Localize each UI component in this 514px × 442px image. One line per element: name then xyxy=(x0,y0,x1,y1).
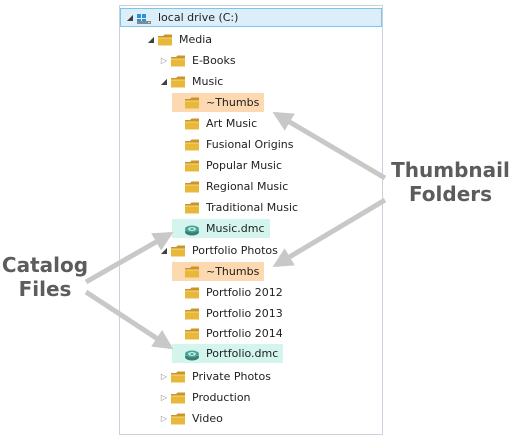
arrow-to-music-catalog xyxy=(84,231,174,285)
folder-icon xyxy=(170,54,186,68)
tree-item-portfolio-2014[interactable]: Portfolio 2014 xyxy=(172,324,286,343)
thumbnail-folders-callout: Thumbnail Folders xyxy=(387,158,514,206)
collapsed-arrow-icon[interactable]: ▷ xyxy=(160,372,168,381)
folder-icon xyxy=(184,201,200,215)
tree-item-portfolio-dmc[interactable]: Portfolio.dmc xyxy=(172,344,284,363)
folder-icon xyxy=(184,265,200,279)
drive-icon xyxy=(136,11,152,25)
folder-tree-panel: ◢ local drive (C:) ◢ Media ▷ E-Books ◢ Music ~Th… xyxy=(119,5,383,435)
folder-icon xyxy=(170,370,186,384)
tree-item-label: Private Photos xyxy=(192,370,271,383)
folder-icon xyxy=(170,391,186,405)
catalog-callout-line2: Files xyxy=(18,277,72,301)
tree-item-label: Popular Music xyxy=(206,159,283,172)
tree-item-label: ~Thumbs xyxy=(206,265,260,278)
tree-item-thumbs[interactable]: ~Thumbs xyxy=(172,93,265,112)
tree-item-label: Portfolio Photos xyxy=(192,244,278,257)
tree-item-art-music[interactable]: Art Music xyxy=(172,114,260,133)
tree-item-fusional-origins[interactable]: Fusional Origins xyxy=(172,135,296,154)
folder-icon xyxy=(184,159,200,173)
tree-item-regional-music[interactable]: Regional Music xyxy=(172,177,291,196)
tree-item-popular-music[interactable]: Popular Music xyxy=(172,156,285,175)
tree-item-label: Production xyxy=(192,391,251,404)
tree-item-local-drive-c[interactable]: ◢ local drive (C:) xyxy=(120,8,382,27)
expanded-arrow-icon[interactable]: ◢ xyxy=(160,77,168,86)
tree-item-label: Video xyxy=(192,412,223,425)
arrow-to-portfolio-catalog xyxy=(84,289,174,350)
tree-item-label: Music.dmc xyxy=(206,222,265,235)
tree-item-label: Media xyxy=(179,33,213,46)
tree-item-label: Art Music xyxy=(206,117,258,130)
folder-icon xyxy=(184,96,200,110)
folder-icon xyxy=(184,286,200,300)
catalog-callout-line1: Catalog xyxy=(1,253,89,277)
tree-item-video[interactable]: ▷ Video xyxy=(158,409,226,428)
tree-item-private-photos[interactable]: ▷ Private Photos xyxy=(158,367,274,386)
collapsed-arrow-icon[interactable]: ▷ xyxy=(160,393,168,402)
collapsed-arrow-icon[interactable]: ▷ xyxy=(160,414,168,423)
tree-item-label: local drive (C:) xyxy=(158,11,239,24)
thumbnail-callout-line2: Folders xyxy=(408,182,493,206)
folder-icon xyxy=(170,75,186,89)
tree-item-portfolio-2012[interactable]: Portfolio 2012 xyxy=(172,283,286,302)
tree-item-label: ~Thumbs xyxy=(206,96,260,109)
catalog-file-icon xyxy=(184,222,200,236)
tree-item-label: Fusional Origins xyxy=(206,138,294,151)
tree-item-music[interactable]: ◢ Music xyxy=(158,72,226,91)
folder-icon xyxy=(170,244,186,258)
expanded-arrow-icon[interactable]: ◢ xyxy=(126,13,134,22)
tree-item-label: Traditional Music xyxy=(206,201,299,214)
folder-icon xyxy=(184,180,200,194)
tree-item-thumbs[interactable]: ~Thumbs xyxy=(172,262,265,281)
tree-item-traditional-music[interactable]: Traditional Music xyxy=(172,198,301,217)
tree-item-label: Portfolio 2014 xyxy=(206,327,283,340)
tree-item-label: Portfolio 2012 xyxy=(206,286,283,299)
expanded-arrow-icon[interactable]: ◢ xyxy=(147,35,155,44)
arrow-to-music-thumbs xyxy=(272,111,387,181)
tree-item-media[interactable]: ◢ Media xyxy=(145,30,215,49)
folder-icon xyxy=(184,307,200,321)
tree-item-label: Music xyxy=(192,75,224,88)
collapsed-arrow-icon[interactable]: ▷ xyxy=(160,56,168,65)
folder-icon xyxy=(157,33,173,47)
catalog-file-icon xyxy=(184,347,200,361)
thumbnail-callout-line1: Thumbnail xyxy=(391,158,510,182)
arrow-to-portfolio-thumbs xyxy=(272,197,387,268)
tree-item-music-dmc[interactable]: Music.dmc xyxy=(172,219,270,238)
folder-icon xyxy=(170,412,186,426)
catalog-files-callout: Catalog Files xyxy=(0,253,90,301)
folder-icon xyxy=(184,117,200,131)
tree-item-label: Portfolio 2013 xyxy=(206,307,283,320)
tree-item-e-books[interactable]: ▷ E-Books xyxy=(158,51,239,70)
tree-item-portfolio-2013[interactable]: Portfolio 2013 xyxy=(172,304,286,323)
tree-item-label: Regional Music xyxy=(206,180,289,193)
tree-item-label: E-Books xyxy=(192,54,236,67)
tree-item-production[interactable]: ▷ Production xyxy=(158,388,254,407)
folder-icon xyxy=(184,327,200,341)
folder-icon xyxy=(184,138,200,152)
tree-item-label: Portfolio.dmc xyxy=(206,347,279,360)
